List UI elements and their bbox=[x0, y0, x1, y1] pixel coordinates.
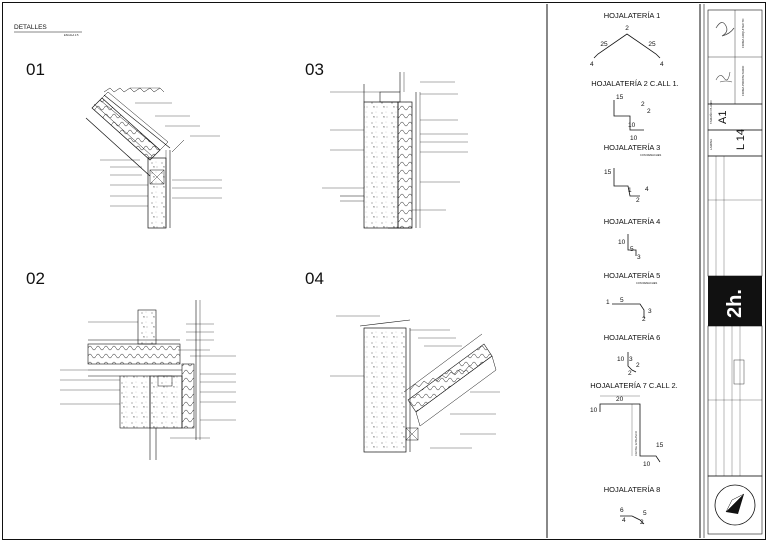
svg-text:4: 4 bbox=[590, 61, 594, 68]
svg-text:2: 2 bbox=[647, 108, 651, 115]
svg-text:FIRMA ARQUITECTO: FIRMA ARQUITECTO bbox=[741, 18, 745, 48]
flashing-2-label: HOJALATERÍA 2 C.ALL 1. bbox=[591, 79, 679, 88]
title-block: FIRMA ARQUITECTO FIRMA PROPIETARIO TAMAÑ… bbox=[707, 9, 763, 535]
detail-02-floor-junction bbox=[60, 300, 236, 460]
svg-text:15: 15 bbox=[616, 94, 624, 101]
flashing-1-label: HOJALATERÍA 1 bbox=[604, 11, 661, 20]
flashing-8-label: HOJALATERÍA 8 bbox=[604, 485, 661, 494]
svg-text:1: 1 bbox=[628, 187, 632, 194]
svg-text:CANTAL 12 BLANCO: CANTAL 12 BLANCO bbox=[634, 431, 638, 456]
svg-text:1: 1 bbox=[606, 299, 610, 306]
svg-text:10: 10 bbox=[618, 239, 626, 246]
flashing-4-profile bbox=[627, 234, 637, 256]
svg-text:10: 10 bbox=[590, 407, 598, 414]
flashing-5-label: HOJALATERÍA 5 bbox=[604, 271, 661, 280]
svg-text:4: 4 bbox=[660, 61, 664, 68]
svg-text:2: 2 bbox=[642, 316, 646, 323]
detail-01-roof-eave bbox=[85, 87, 222, 229]
svg-text:2: 2 bbox=[641, 101, 645, 108]
flashing-list: HOJALATERÍA 1 2 25 25 4 4 HOJALATERÍA 2 … bbox=[590, 11, 679, 526]
sheet-size: A1 bbox=[717, 111, 729, 124]
svg-text:15: 15 bbox=[604, 169, 612, 176]
svg-text:3: 3 bbox=[637, 254, 641, 261]
detail-03-wall-base bbox=[322, 72, 468, 229]
sheet-title-scale: ESCALA 1:5 bbox=[64, 33, 79, 37]
flashing-2-profile bbox=[613, 100, 644, 131]
svg-text:4: 4 bbox=[645, 186, 649, 193]
flashing-6-profile bbox=[627, 352, 637, 373]
svg-text:15: 15 bbox=[656, 442, 664, 449]
svg-text:2h.: 2h. bbox=[724, 289, 746, 318]
svg-text:6: 6 bbox=[620, 507, 624, 514]
svg-text:FIRMA PROPIETARIO: FIRMA PROPIETARIO bbox=[741, 65, 745, 96]
svg-text:2: 2 bbox=[628, 370, 632, 377]
svg-text:5: 5 bbox=[643, 510, 647, 517]
svg-text:5: 5 bbox=[630, 246, 634, 253]
north-arrow-icon bbox=[714, 484, 756, 526]
svg-text:5: 5 bbox=[620, 297, 624, 304]
detail-04-parapet-roof bbox=[330, 315, 500, 453]
svg-text:10: 10 bbox=[628, 122, 636, 129]
flashing-7-label: HOJALATERÍA 7 C.ALL 2. bbox=[590, 381, 678, 390]
flashing-6-label: HOJALATERÍA 6 bbox=[604, 333, 661, 342]
svg-text:2: 2 bbox=[636, 197, 640, 204]
flashing-5-profile bbox=[612, 303, 645, 318]
flashing-3-label: HOJALATERÍA 3 bbox=[604, 143, 661, 152]
svg-text:LAMINA: LAMINA bbox=[709, 139, 713, 150]
flashing-3-profile bbox=[613, 168, 640, 197]
architect-signature-icon bbox=[715, 22, 735, 37]
sheet-number: L 14 bbox=[735, 129, 747, 150]
svg-text:10: 10 bbox=[617, 356, 625, 363]
svg-text:25: 25 bbox=[648, 41, 656, 48]
flashing-7-profile bbox=[599, 403, 661, 463]
svg-text:20: 20 bbox=[616, 396, 624, 403]
flashing-1-profile bbox=[593, 33, 661, 59]
svg-text:CON REMACHES: CON REMACHES bbox=[640, 153, 661, 157]
svg-text:TAMAÑO PLANO: TAMAÑO PLANO bbox=[708, 100, 713, 124]
detail-number-02: 02 bbox=[26, 269, 45, 288]
svg-text:2: 2 bbox=[625, 25, 629, 32]
firm-logo bbox=[708, 276, 762, 326]
svg-text:3: 3 bbox=[648, 308, 652, 315]
svg-text:25: 25 bbox=[600, 41, 608, 48]
detail-number-04: 04 bbox=[305, 269, 324, 288]
svg-text:10: 10 bbox=[630, 135, 638, 142]
detail-number-01: 01 bbox=[26, 60, 45, 79]
svg-text:4: 4 bbox=[622, 517, 626, 524]
svg-text:10: 10 bbox=[643, 461, 651, 468]
svg-text:2: 2 bbox=[640, 519, 644, 526]
flashing-4-label: HOJALATERÍA 4 bbox=[604, 217, 661, 226]
svg-text:CON REMACHES: CON REMACHES bbox=[636, 281, 657, 285]
svg-text:3: 3 bbox=[629, 356, 633, 363]
svg-text:2: 2 bbox=[636, 362, 640, 369]
flashing-8-profile bbox=[620, 515, 645, 525]
sheet-title: DETALLES bbox=[14, 24, 47, 31]
owner-signature-icon bbox=[715, 71, 733, 83]
detail-number-03: 03 bbox=[305, 60, 324, 79]
